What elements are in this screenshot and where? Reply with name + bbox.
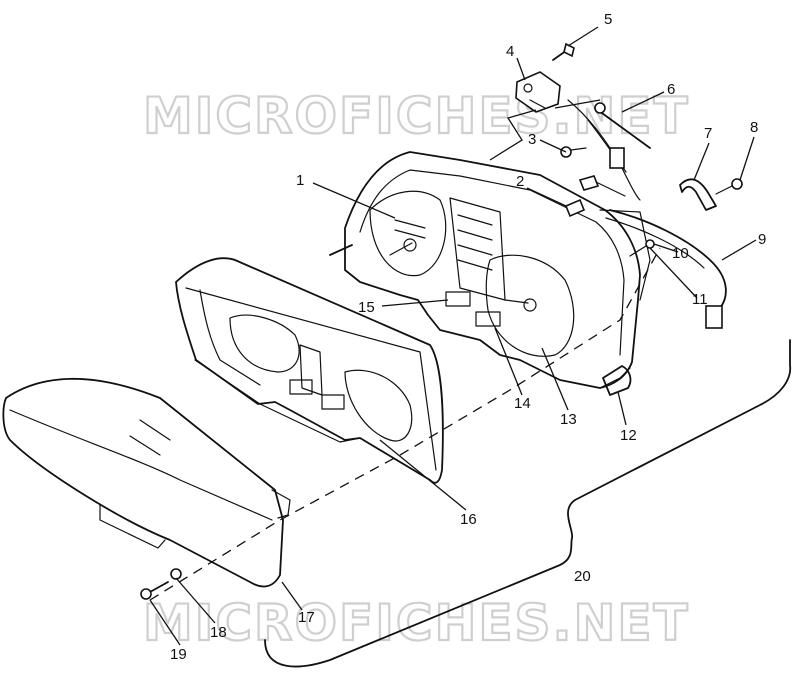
leader-lines [149, 26, 757, 646]
callout-2: 2 [516, 173, 524, 190]
callout-10: 10 [672, 245, 689, 262]
bezel [175, 257, 444, 484]
callouts: 1 2 3 4 5 6 7 8 9 10 11 12 13 14 15 16 1… [170, 11, 766, 663]
callout-19: 19 [170, 646, 187, 663]
wire-harness-6 [567, 99, 651, 201]
callout-1: 1 [296, 172, 304, 189]
washer-18 [170, 568, 182, 580]
callout-16: 16 [460, 511, 477, 528]
callout-5: 5 [604, 11, 612, 28]
alignment-axis [149, 247, 661, 601]
watermark-bottom: MICROFICHES.NET [143, 594, 690, 652]
assembly-brace [264, 339, 792, 668]
clamp-7 [679, 178, 717, 211]
screw-19 [140, 581, 169, 600]
screw-8 [715, 178, 743, 195]
callout-20: 20 [574, 568, 591, 585]
callout-3: 3 [528, 131, 536, 148]
callout-8: 8 [750, 119, 758, 136]
callout-6: 6 [667, 81, 675, 98]
callout-12: 12 [620, 427, 637, 444]
bulb-2 [564, 175, 626, 218]
sensor [515, 71, 561, 113]
screw-5 [552, 42, 575, 61]
callout-17: 17 [298, 609, 315, 626]
callout-18: 18 [210, 624, 227, 641]
lower-cover [2, 377, 291, 588]
callout-14: 14 [514, 395, 531, 412]
callout-4: 4 [506, 43, 514, 60]
callout-15: 15 [358, 299, 375, 316]
instrument-housing [329, 151, 651, 389]
mount-foot [602, 365, 632, 396]
callout-11: 11 [692, 291, 708, 308]
callout-13: 13 [560, 411, 577, 428]
callout-9: 9 [758, 231, 766, 248]
watermark-top: MICROFICHES.NET [143, 87, 690, 145]
cable-9 [605, 209, 727, 329]
callout-7: 7 [704, 125, 712, 142]
